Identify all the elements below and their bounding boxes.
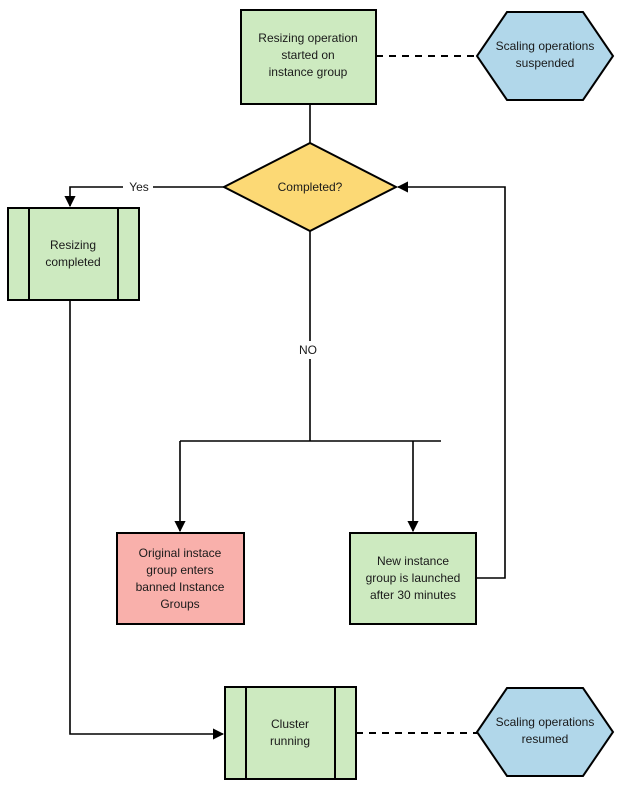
new-group-launched-line-3: after 30 minutes: [370, 588, 456, 602]
completed-decision-label: Completed?: [278, 180, 343, 194]
cluster-running-shape[interactable]: [224, 686, 357, 780]
cluster-running-line-2: running: [270, 734, 310, 748]
node-new-group-launched[interactable]: New instance group is launched after 30 …: [349, 532, 477, 625]
edge-layer: Completed? (top vertex) --> Resizing com…: [64, 55, 506, 740]
original-group-banned-shape[interactable]: [116, 532, 245, 625]
original-group-banned-line-3: banned Instance: [136, 580, 225, 594]
resizing-started-line-1: Resizing operation: [258, 31, 357, 45]
new-group-launched-line-2: group is launched: [366, 571, 461, 585]
resizing-completed-line-2: completed: [45, 255, 100, 269]
scaling-suspended-shape[interactable]: [475, 11, 615, 101]
edge-new-group-retry-loop: [396, 181, 506, 579]
node-original-group-banned[interactable]: Original instace group enters banned Ins…: [116, 532, 245, 625]
new-group-launched-shape[interactable]: [349, 532, 477, 625]
node-completed-decision[interactable]: Completed?: [221, 141, 399, 233]
node-scaling-resumed[interactable]: Scaling operations resumed: [475, 687, 615, 777]
scaling-resumed-line-1: Scaling operations: [496, 715, 595, 729]
resizing-completed-line-1: Resizing: [50, 238, 96, 252]
cluster-running-line-1: Cluster: [271, 717, 309, 731]
new-group-launched-line-1: New instance: [377, 554, 449, 568]
completed-decision-shape[interactable]: [221, 141, 399, 233]
edge-label-layer: Yes NO: [123, 178, 320, 359]
node-cluster-running[interactable]: Cluster running: [224, 686, 357, 780]
edge-resizing-to-cluster: [69, 300, 225, 740]
edge-decision-yes: [64, 186, 224, 208]
edge-label-no: NO: [299, 343, 317, 357]
node-scaling-suspended[interactable]: Scaling operations suspended: [475, 11, 615, 101]
scaling-resumed-line-2: resumed: [522, 732, 569, 746]
resizing-completed-shape[interactable]: [7, 207, 140, 301]
original-group-banned-line-4: Groups: [160, 597, 199, 611]
yes-label-backdrop: [123, 178, 153, 196]
original-group-banned-line-1: Original instace: [139, 546, 222, 560]
scaling-suspended-line-2: suspended: [516, 56, 575, 70]
node-resizing-completed[interactable]: Resizing completed: [7, 207, 140, 301]
scaling-resumed-shape[interactable]: [475, 687, 615, 777]
no-label-backdrop: [292, 341, 320, 359]
scaling-suspended-line-1: Scaling operations: [496, 39, 595, 53]
resizing-started-shape[interactable]: [240, 9, 377, 105]
resizing-started-line-2: started on: [281, 48, 334, 62]
resizing-started-line-3: instance group: [269, 65, 348, 79]
edge-label-yes: Yes: [129, 180, 149, 194]
node-resizing-started[interactable]: Resizing operation started on instance g…: [240, 9, 377, 105]
original-group-banned-line-2: group enters: [146, 563, 213, 577]
